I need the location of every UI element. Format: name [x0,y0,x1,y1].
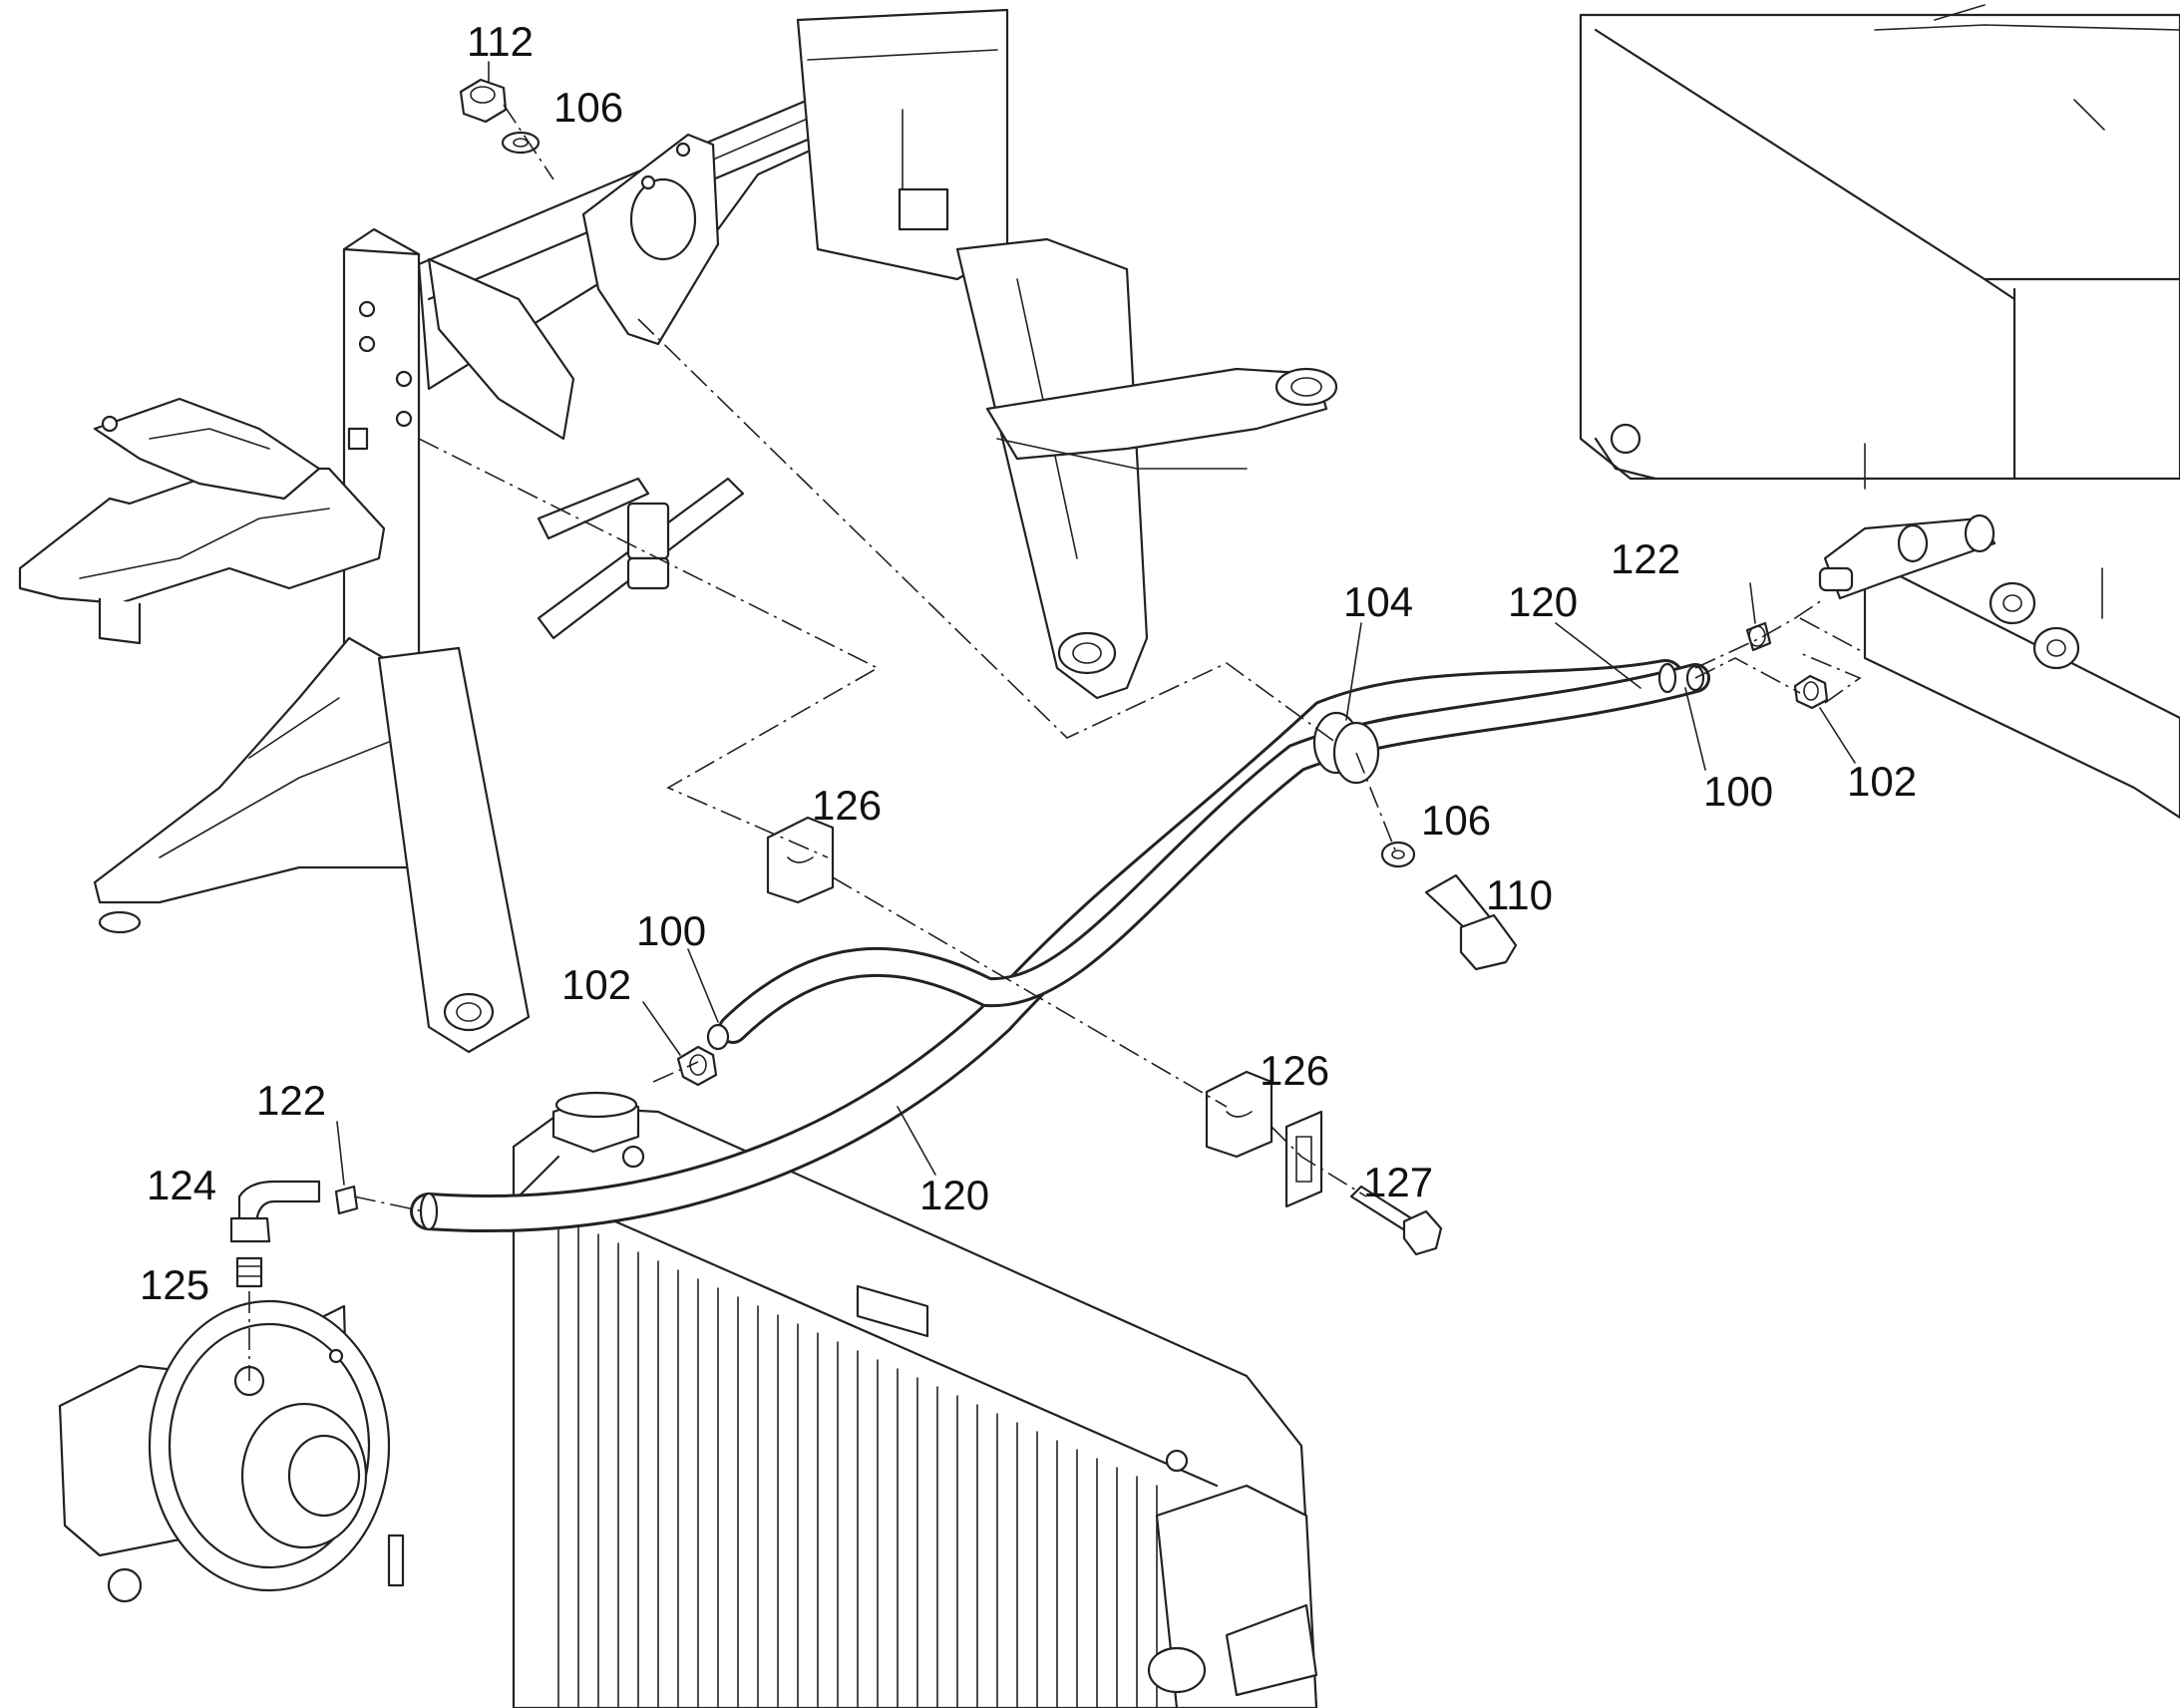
nut-102-left [676,1045,718,1087]
hose-120-left-end [419,1192,439,1231]
bolt-110 [1424,873,1518,971]
callout-126-upper: 126 [812,782,882,829]
hose-120-end [1657,662,1677,694]
fitting-100-left [706,1023,730,1051]
callout-125: 125 [140,1261,209,1308]
callout-102-left: 102 [561,961,631,1008]
adapter-125 [235,1256,263,1288]
callout-124: 124 [147,1162,216,1208]
callout-112: 112 [467,18,534,65]
nut-112 [459,78,508,124]
callout-126-lower: 126 [1260,1047,1329,1094]
hydraulic-motor [58,1299,405,1603]
fitting-122-left [334,1185,359,1215]
bolt-127 [1349,1185,1443,1256]
callout-100-left: 100 [636,907,706,954]
callout-leaders [336,61,1856,1186]
elbow-fitting-124 [229,1180,321,1243]
clamp-plate [1284,1110,1323,1208]
callout-122-left: 122 [256,1077,326,1124]
assembly-lines [248,104,1866,1381]
callout-104: 104 [1343,578,1413,625]
callout-102-right: 102 [1847,758,1917,805]
callout-120-right: 120 [1508,578,1578,625]
callout-120-lower: 120 [919,1172,989,1218]
callout-110: 110 [1486,871,1553,918]
radiator [512,1091,1318,1708]
washer-106-top [501,131,541,155]
callout-127: 127 [1363,1159,1433,1205]
tank-housing [1579,4,2180,820]
hose-120 [410,659,1684,1232]
fitting-122-right [1745,621,1772,652]
callout-100-right: 100 [1703,768,1773,815]
washer-106-mid [1380,841,1416,868]
radiator-fins [557,1215,1158,1708]
clamp-126-upper [766,816,835,904]
hose-100 [718,663,1710,1044]
callout-106-top: 106 [553,84,623,131]
nut-102-right [1793,674,1829,710]
frame-hose-clamp [537,477,745,640]
callout-122-right: 122 [1611,535,1680,582]
clamp-126-lower [1205,1070,1273,1159]
chassis-frame [18,8,1338,1054]
callout-106-mid: 106 [1421,797,1491,844]
